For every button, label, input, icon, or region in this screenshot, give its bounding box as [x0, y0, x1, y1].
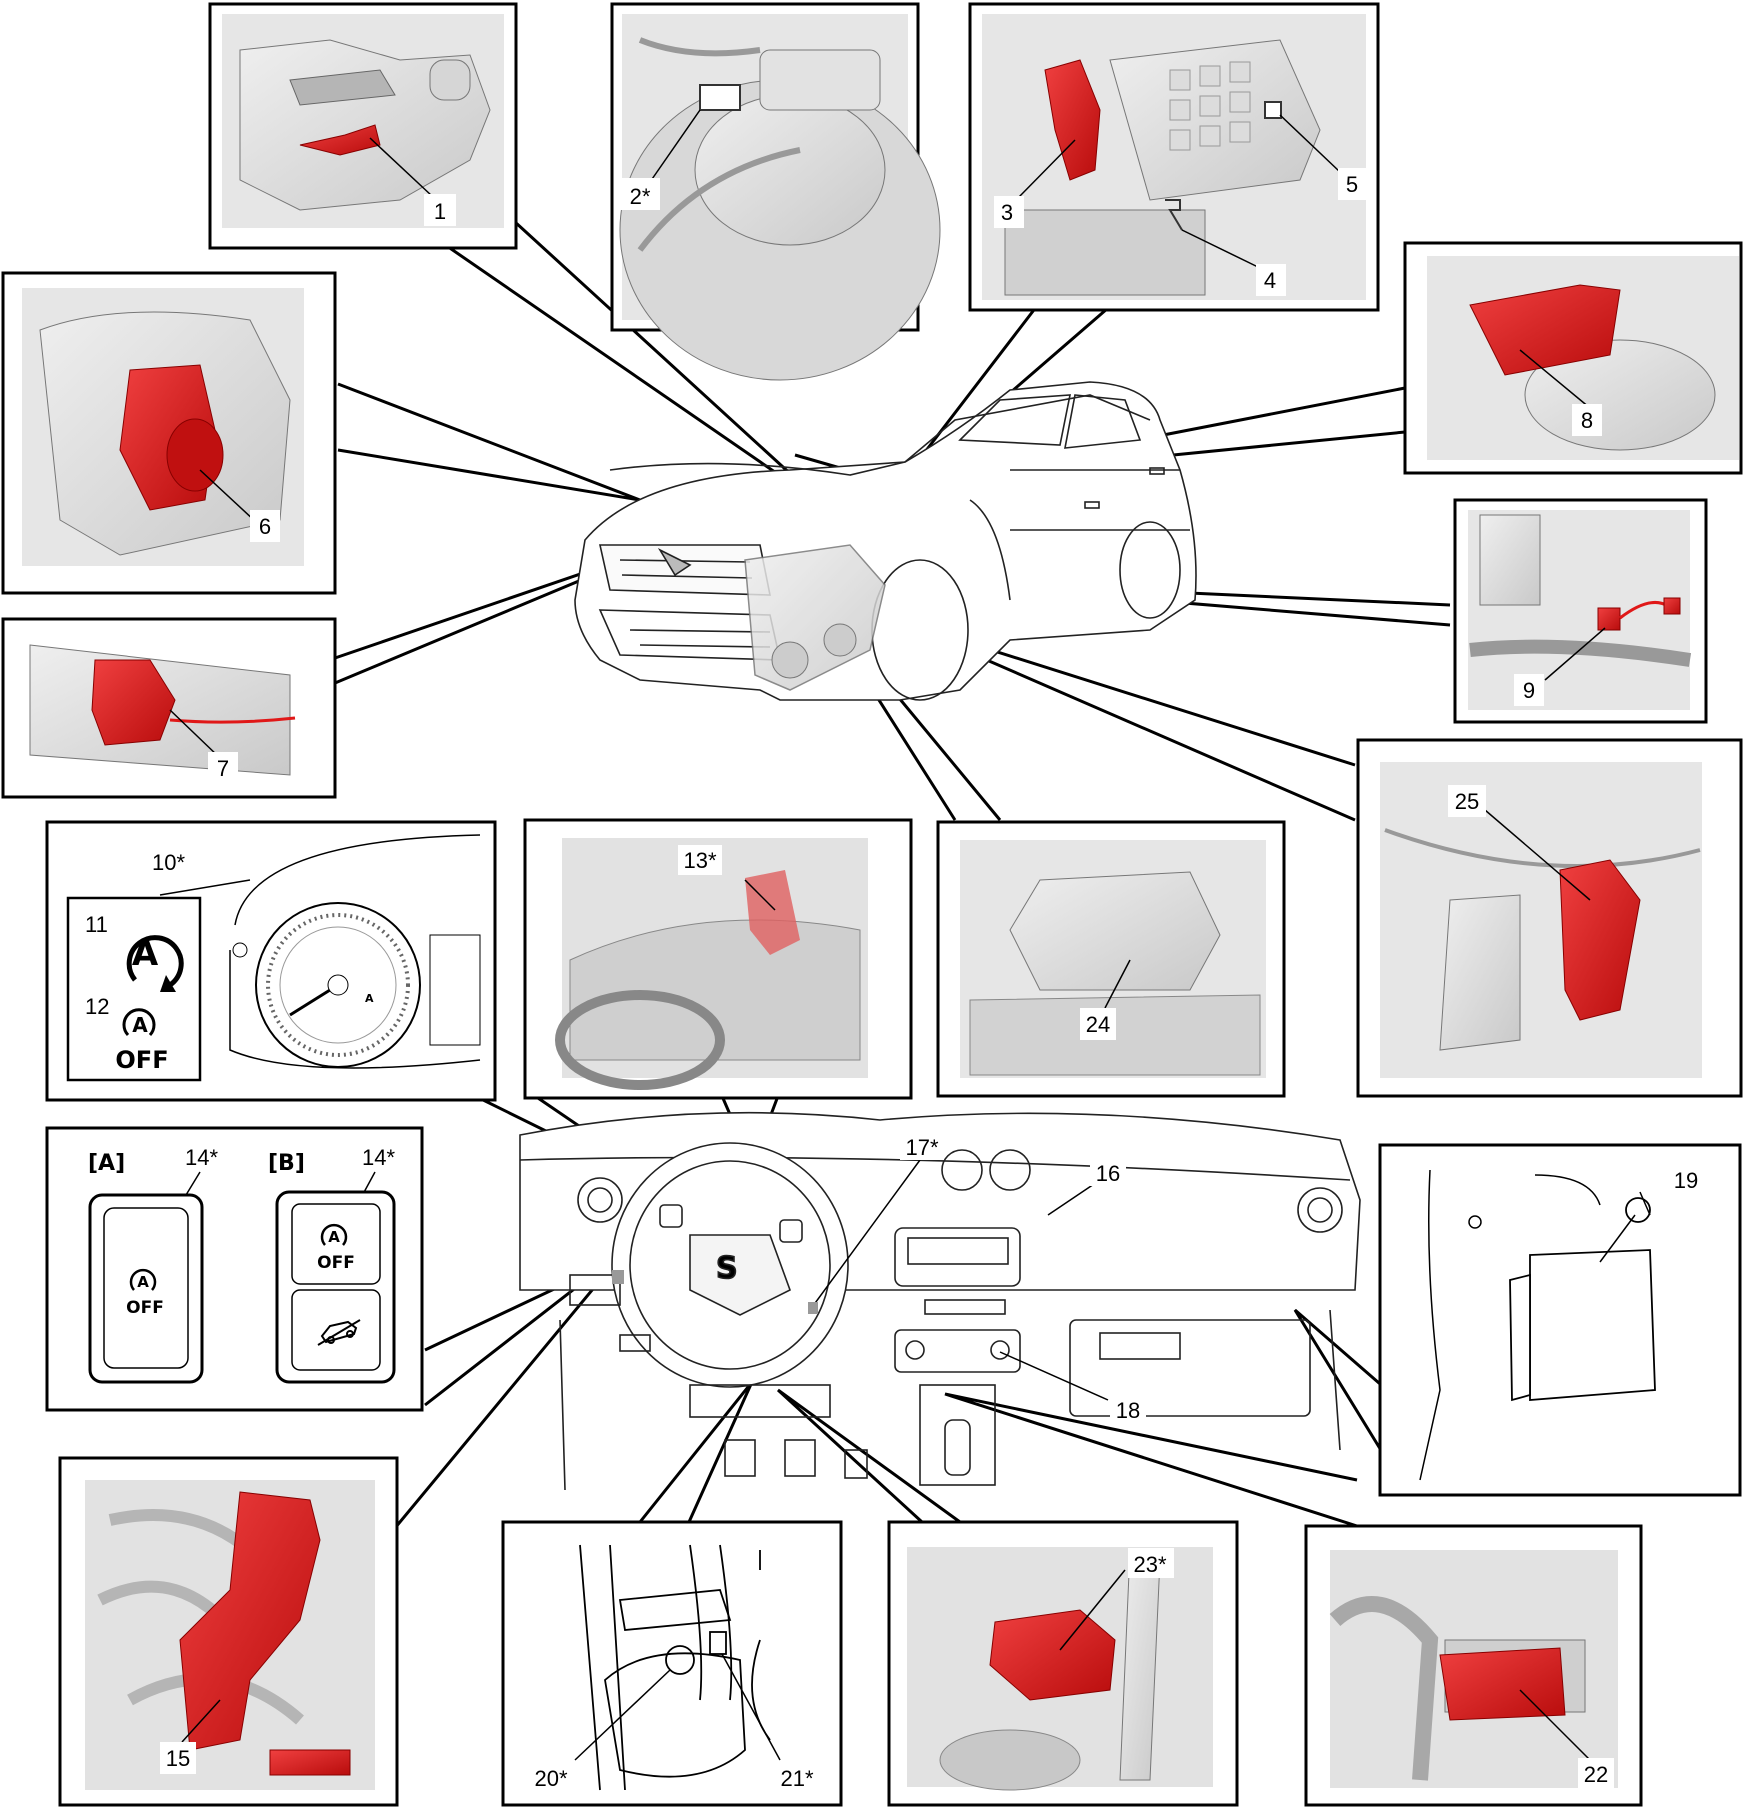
- panel-parts-20-21: 20* 21*: [501, 1520, 843, 1807]
- callout-16: 16: [1096, 1161, 1120, 1186]
- svg-text:OFF: OFF: [126, 1298, 164, 1318]
- callout-4: 4: [1264, 268, 1276, 293]
- callout-3: 3: [1001, 200, 1013, 225]
- red-part-7: [91, 659, 176, 746]
- panel-part-13: 13*: [523, 818, 913, 1100]
- callout-15: 15: [166, 1746, 190, 1771]
- variant-b-label: [B]: [268, 1151, 305, 1176]
- callout-20: 20*: [534, 1766, 567, 1791]
- variant-a-label: [A]: [88, 1151, 125, 1176]
- callout-14-b: 14*: [362, 1145, 395, 1170]
- callout-17: 17*: [905, 1135, 938, 1160]
- svg-text:A: A: [328, 1228, 340, 1246]
- callout-25: 25: [1455, 789, 1479, 814]
- engine-block-callout: [744, 544, 886, 691]
- callout-21: 21*: [780, 1766, 813, 1791]
- panel-part-2: 2*: [610, 2, 941, 381]
- red-part-9: [1597, 607, 1621, 631]
- callout-2: 2*: [630, 184, 651, 209]
- callout-5: 5: [1346, 172, 1358, 197]
- panel-part-1: 1: [208, 2, 518, 250]
- auto-stop-start-icon: A: [126, 934, 184, 992]
- panel-part-15: 15: [58, 1456, 399, 1807]
- red-part-25: [1559, 859, 1641, 1021]
- callout-1: 1: [434, 199, 446, 224]
- callout-9: 9: [1523, 678, 1535, 703]
- panel-part-22: 22: [1304, 1524, 1643, 1807]
- svg-text:A: A: [132, 934, 159, 974]
- switch-b: [275, 1190, 396, 1384]
- callout-6: 6: [259, 514, 271, 539]
- sensor-5: [1264, 101, 1282, 119]
- svg-text:A: A: [132, 1013, 148, 1037]
- red-part-23: [989, 1609, 1116, 1701]
- callout-8: 8: [1581, 408, 1593, 433]
- panel-parts-3-4-5: 3 4 5: [968, 2, 1380, 312]
- brand-logo-mark: S: [716, 1251, 738, 1286]
- callout-18: 18: [1116, 1398, 1140, 1423]
- red-part-22: [1439, 1647, 1566, 1721]
- red-part-15: [179, 1491, 321, 1751]
- vehicle-exterior: [574, 381, 1197, 701]
- sensor-2: [699, 84, 741, 111]
- switch-a: [88, 1193, 204, 1384]
- auto-stop-start-off-icon: A OFF: [317, 1223, 355, 1273]
- callout-24: 24: [1086, 1012, 1110, 1037]
- hill-descent-icon: [317, 1319, 361, 1346]
- panel-part-24: 24: [936, 820, 1286, 1098]
- panel-part-19: 19: [1378, 1143, 1742, 1497]
- meter-indicator-a: A: [365, 992, 374, 1005]
- callout-12: 12: [85, 994, 109, 1019]
- panel-switch-14: [A] 14* A OFF [B] 14* A OFF: [45, 1126, 424, 1412]
- ecu-24: [1009, 871, 1221, 991]
- callout-13: 13*: [683, 848, 716, 873]
- panel-instrument-cluster: A 10* 11 A 12 A OFF: [45, 820, 497, 1102]
- sensor-4: [1165, 199, 1183, 231]
- callout-23: 23*: [1133, 1552, 1166, 1577]
- svg-text:OFF: OFF: [317, 1253, 355, 1273]
- panel-part-23: 23*: [887, 1520, 1239, 1807]
- svg-text:A: A: [137, 1273, 149, 1291]
- callout-14-a: 14*: [185, 1145, 218, 1170]
- red-part-13: [745, 870, 800, 955]
- panel-part-8: 8: [1403, 241, 1743, 475]
- red-part-3: [1044, 59, 1101, 181]
- callout-10: 10*: [152, 850, 185, 875]
- auto-stop-start-off-icon: A OFF: [126, 1268, 164, 1318]
- indicator-legend-box: [66, 896, 202, 1082]
- fuse-box: [1109, 39, 1321, 201]
- ecu-19: [1529, 1249, 1656, 1401]
- callout-11: 11: [85, 912, 108, 937]
- panel-part-7: 7: [1, 617, 337, 799]
- dashboard-interior: S: [519, 1111, 1361, 1491]
- battery: [1004, 209, 1206, 296]
- panel-part-6: 6: [1, 271, 337, 595]
- red-part-1: [299, 124, 381, 156]
- dashboard-callouts: 16 17* 18: [612, 1130, 1146, 1426]
- panel-part-25: 25: [1356, 738, 1743, 1098]
- panel-part-9: 9: [1453, 498, 1708, 724]
- red-part-8: [1469, 284, 1621, 376]
- auto-stop-start-off-icon: A OFF: [115, 1008, 169, 1074]
- callout-19: 19: [1674, 1168, 1698, 1193]
- svg-text:OFF: OFF: [115, 1046, 168, 1074]
- callout-22: 22: [1584, 1762, 1608, 1787]
- callout-7: 7: [217, 756, 229, 781]
